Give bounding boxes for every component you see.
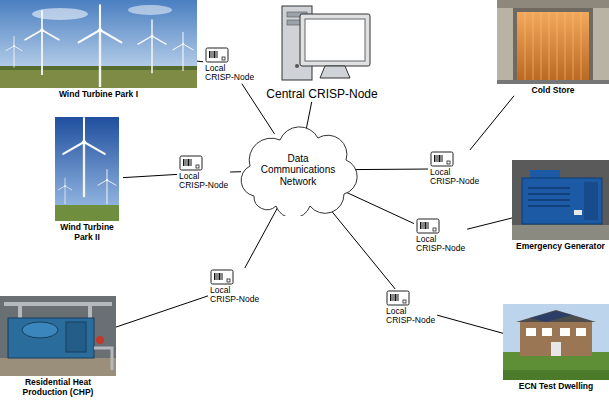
local-label: Local CRISP-Node — [205, 64, 254, 83]
site-node: ECN Test Dwelling — [503, 304, 609, 392]
label-word: Network — [280, 176, 317, 187]
network-link — [116, 296, 208, 327]
site-label: Wind Turbine Park II — [53, 223, 121, 243]
site-node: Wind Turbine Park I — [0, 0, 197, 100]
local-label: Local CRISP-Node — [179, 172, 228, 191]
local-node: Local CRISP-Node — [428, 150, 481, 188]
network-link — [123, 174, 177, 177]
label-word: Local — [386, 306, 406, 316]
network-link — [345, 192, 414, 224]
label-word: CRISP-Node — [386, 315, 435, 325]
site-node: Cold Store — [497, 0, 609, 96]
label-word: CRISP-Node — [416, 243, 465, 253]
label-word: CRISP-Node — [210, 294, 259, 304]
site-node: Emergency Generator — [512, 160, 609, 252]
central-node: Central CRISP-Node — [262, 0, 382, 102]
label-word: Data — [287, 153, 308, 164]
device-icon — [206, 48, 228, 62]
network-link — [306, 102, 312, 131]
site-node: Wind Turbine Park II — [51, 117, 123, 243]
device-icon — [211, 270, 233, 284]
local-label: Local CRISP-Node — [430, 168, 479, 187]
site-label: Wind Turbine Park I — [59, 90, 138, 100]
label-word: CRISP-Node — [179, 180, 228, 190]
network-cloud: Data Communications Network — [236, 124, 360, 216]
cloud-label: Data Communications Network — [261, 153, 335, 188]
label-word: Store — [553, 85, 575, 95]
label-word: Park — [115, 89, 133, 99]
generator-photo — [512, 160, 609, 240]
dwelling-photo — [503, 304, 609, 380]
local-label: Local CRISP-Node — [386, 307, 435, 326]
network-link — [230, 171, 241, 172]
site-label: ECN Test Dwelling — [519, 382, 594, 392]
label-word: Turbine — [83, 222, 114, 232]
label-word: Communications — [261, 164, 335, 175]
wind-park-photo — [0, 0, 197, 88]
label-word: Central — [266, 87, 305, 101]
device-icon — [387, 291, 409, 305]
site-node: Residential Heat Production (CHP) — [0, 296, 116, 398]
label-word: Production — [23, 387, 68, 397]
label-word: Generator — [564, 241, 605, 251]
computer-icon — [282, 6, 370, 80]
label-word: CRISP-Node — [430, 176, 479, 186]
local-node: Local CRISP-Node — [208, 268, 261, 306]
chp-photo — [0, 296, 116, 376]
label-word: Heat — [73, 377, 91, 387]
network-link — [326, 204, 395, 289]
label-word: (CHP) — [70, 387, 94, 397]
site-label: Emergency Generator — [516, 242, 605, 252]
network-link — [467, 218, 512, 229]
label-word: Local — [430, 167, 450, 177]
label-word: Local — [179, 171, 199, 181]
local-node: Local CRISP-Node — [384, 289, 437, 327]
label-word: Local — [210, 285, 230, 295]
label-word: Park — [74, 232, 92, 242]
network-link — [355, 169, 428, 171]
device-icon — [180, 156, 202, 170]
label-word: Dwelling — [558, 381, 593, 391]
cold-store-photo — [497, 0, 609, 84]
device-icon — [417, 219, 439, 233]
site-label: Cold Store — [532, 86, 575, 96]
label-word: Turbine — [82, 89, 113, 99]
network-link — [245, 207, 278, 268]
label-word: CRISP-Node — [205, 72, 254, 82]
local-node: Local CRISP-Node — [414, 217, 467, 255]
label-word: Wind — [59, 89, 80, 99]
label-word: CRISP-Node — [308, 87, 377, 101]
device-icon — [431, 152, 453, 166]
label-word: Emergency — [516, 241, 562, 251]
network-link — [437, 315, 503, 333]
network-link — [197, 61, 203, 63]
label-word: ECN — [519, 381, 537, 391]
label-word: Residential — [25, 377, 70, 387]
local-label: Local CRISP-Node — [210, 286, 259, 305]
local-node: Local CRISP-Node — [203, 46, 256, 84]
label-word: Local — [416, 234, 436, 244]
local-label: Local CRISP-Node — [416, 235, 465, 254]
label-word: I — [136, 89, 138, 99]
local-node: Local CRISP-Node — [177, 154, 230, 192]
network-link — [470, 96, 514, 150]
label-word: Test — [539, 381, 556, 391]
wind-park-photo — [55, 117, 119, 221]
cloud-shape — [241, 127, 357, 216]
central-label: Central CRISP-Node — [266, 88, 377, 102]
label-word: Cold — [532, 85, 551, 95]
label-word: II — [95, 232, 100, 242]
label-word: Wind — [60, 222, 81, 232]
label-word: Local — [205, 63, 225, 73]
site-label: Residential Heat Production (CHP) — [18, 378, 98, 398]
